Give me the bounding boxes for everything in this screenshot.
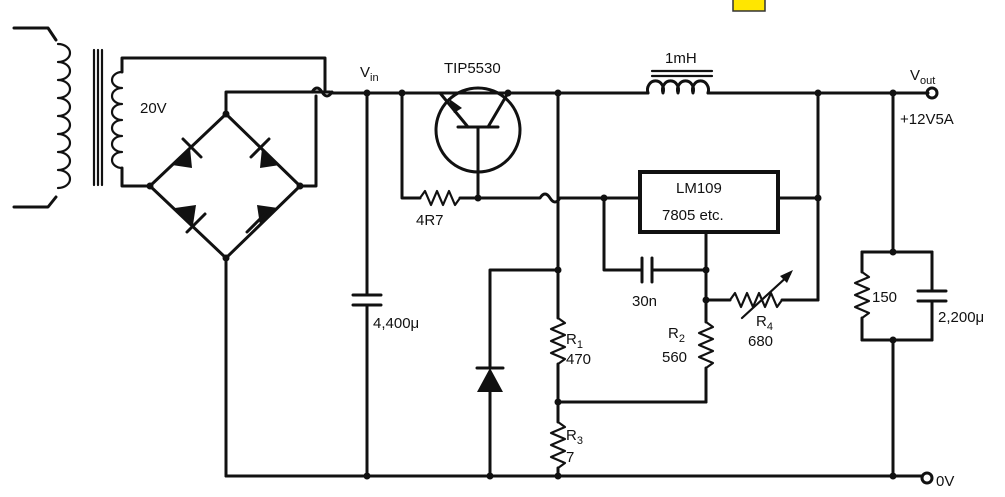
transistor-label: TIP5530 bbox=[444, 60, 501, 77]
diode-upper-left bbox=[172, 137, 203, 168]
highlight-marker bbox=[732, 0, 766, 12]
inductor: 1mH bbox=[558, 50, 930, 95]
output-capacitor: 2,200μ bbox=[916, 250, 984, 342]
clamp-diode bbox=[475, 268, 560, 478]
input-capacitor: 4,400μ bbox=[351, 91, 419, 478]
input-capacitor-value: 4,400μ bbox=[373, 315, 419, 332]
resistor-r4-value: 680 bbox=[748, 333, 773, 350]
regulator-line2: 7805 etc. bbox=[662, 207, 724, 224]
ground-label: 0V bbox=[936, 473, 954, 490]
resistor-4r7-value: 4R7 bbox=[416, 212, 444, 229]
vout-terminal bbox=[925, 86, 939, 100]
resistor-r2-value: 560 bbox=[662, 349, 687, 366]
transformer-voltage-label: 20V bbox=[140, 100, 167, 117]
resistor-r4: R4 680 bbox=[704, 270, 820, 350]
resistor-4r7: 4R7 bbox=[400, 91, 482, 229]
output-capacitor-value: 2,200μ bbox=[938, 309, 984, 326]
vout-rating: +12V5A bbox=[900, 111, 954, 128]
ground-terminal bbox=[920, 471, 934, 485]
resistor-r2-name: R2 bbox=[668, 325, 685, 345]
resistor-r3-name: R3 bbox=[566, 427, 583, 447]
transformer: 20V bbox=[12, 26, 327, 209]
resistor-150-value: 150 bbox=[872, 289, 897, 306]
regulator-line1: LM109 bbox=[676, 180, 722, 197]
inductor-label: 1mH bbox=[665, 50, 697, 67]
diode-lower-right bbox=[245, 205, 278, 234]
resistor-r4-name: R4 bbox=[756, 313, 773, 333]
resistor-r1-value: 470 bbox=[566, 351, 591, 368]
resistor-r2: R2 560 bbox=[662, 298, 715, 404]
vout-label: Vout bbox=[910, 67, 935, 87]
resistor-r3: R3 7 bbox=[549, 420, 583, 478]
diode-upper-right bbox=[249, 137, 280, 168]
bridge-rectifier bbox=[146, 86, 334, 478]
capacitor-30n-value: 30n bbox=[632, 293, 657, 310]
resistor-r1-name: R1 bbox=[566, 331, 583, 351]
resistor-r1: R1 470 bbox=[549, 91, 591, 424]
pass-transistor: TIP5530 bbox=[400, 60, 562, 200]
resistor-150: 150 bbox=[853, 250, 897, 342]
capacitor-30n: 30n bbox=[602, 196, 710, 310]
regulator-ic: LM109 7805 etc. bbox=[638, 170, 820, 302]
resistor-r3-value: 7 bbox=[566, 449, 574, 466]
vin-label: Vin bbox=[360, 64, 379, 84]
diode-lower-left bbox=[175, 205, 207, 234]
